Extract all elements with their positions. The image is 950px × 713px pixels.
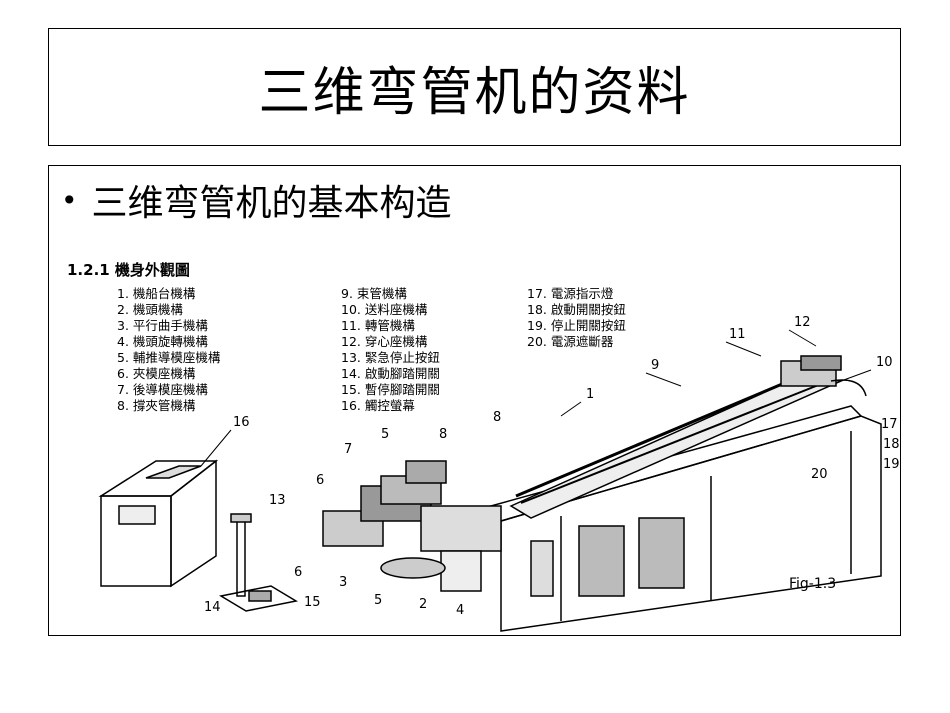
- callout-10: 10: [876, 355, 893, 370]
- legend-item: 1. 機船台機構: [117, 286, 196, 301]
- bending-head: [322, 460, 502, 592]
- leader-lines: [200, 329, 872, 467]
- legend-item: 10. 送料座機構: [341, 302, 428, 317]
- figure-heading: 1.2.1 機身外觀圖: [67, 261, 190, 279]
- bullet-dot-icon: •: [61, 183, 78, 217]
- content-box: • 三维弯管机的基本构造 1.2.1 機身外觀圖 1. 機船台機構 2. 機頭機…: [48, 165, 901, 636]
- legend-item: 12. 穿心座機構: [341, 334, 428, 349]
- callout-2: 2: [419, 597, 427, 612]
- callout-17: 17: [881, 417, 898, 432]
- callout-1: 1: [586, 387, 594, 402]
- bullet-text: 三维弯管机的基本构造: [91, 183, 452, 224]
- legend-item: 19. 停止開關按鈕: [527, 318, 626, 333]
- callout-12: 12: [794, 315, 811, 330]
- legend-item: 9. 束管機構: [341, 286, 407, 301]
- legend-item: 4. 機頭旋轉機構: [117, 334, 208, 349]
- legend-item: 3. 平行曲手機構: [117, 318, 208, 333]
- machine-figure: 1.2.1 機身外觀圖 1. 機船台機構 2. 機頭機構 3. 平行曲手機構 4…: [61, 256, 906, 636]
- slide-title: 三维弯管机的资料: [258, 62, 691, 123]
- legend-item: 6. 夾模座機構: [117, 366, 196, 381]
- legend-item: 13. 緊急停止按鈕: [341, 350, 440, 365]
- callout-4: 4: [456, 603, 464, 618]
- title-box: 三维弯管机的资料: [48, 28, 901, 146]
- callout-15: 15: [304, 595, 321, 610]
- legend-item: 2. 機頭機構: [117, 302, 183, 317]
- legend-item: 16. 觸控螢幕: [341, 398, 415, 413]
- callout-3: 3: [339, 575, 347, 590]
- callout-7: 7: [344, 442, 352, 457]
- callout-6: 6: [316, 473, 324, 488]
- callout-20: 20: [811, 467, 828, 482]
- callout-9: 9: [651, 358, 659, 373]
- callout-6b: 6: [294, 565, 302, 580]
- legend-item: 15. 暫停腳踏開關: [341, 382, 440, 397]
- callout-11: 11: [729, 327, 746, 342]
- machine-drawing: 1 2 3 4 5 5 6 6 7 8 8 9 10 11 12 13 14 1…: [98, 315, 900, 632]
- touch-screen-console: [98, 459, 219, 588]
- callout-5b: 5: [374, 593, 382, 608]
- callout-18: 18: [883, 437, 900, 452]
- bullet-item: • 三维弯管机的基本构造: [61, 174, 452, 226]
- legend-item: 11. 轉管機構: [341, 318, 415, 333]
- legend-item: 5. 輔推導模座機構: [117, 350, 221, 365]
- callout-5: 5: [381, 427, 389, 442]
- callout-14: 14: [204, 600, 221, 615]
- legend-item: 18. 啟動開關按鈕: [527, 302, 626, 317]
- parts-legend-col3: 17. 電源指示燈 18. 啟動開關按鈕 19. 停止開關按鈕 20. 電源遮斷…: [527, 286, 626, 350]
- callout-8: 8: [439, 427, 447, 442]
- callout-19: 19: [883, 457, 900, 472]
- callout-16: 16: [233, 415, 250, 430]
- legend-item: 20. 電源遮斷器: [527, 334, 614, 349]
- parts-legend-col1: 1. 機船台機構 2. 機頭機構 3. 平行曲手機構 4. 機頭旋轉機構 5. …: [117, 286, 220, 414]
- legend-item: 17. 電源指示燈: [527, 286, 614, 301]
- legend-item: 7. 後導模座機構: [117, 382, 208, 397]
- parts-legend-col2: 9. 束管機構 10. 送料座機構 11. 轉管機構 12. 穿心座機構 13.…: [341, 286, 440, 414]
- callout-8b: 8: [493, 410, 501, 425]
- legend-item: 8. 撐夾管機構: [117, 398, 196, 413]
- callout-13: 13: [269, 493, 286, 508]
- figure-label: Fig-1.3: [789, 576, 837, 592]
- legend-item: 14. 啟動腳踏開關: [341, 366, 440, 381]
- callout-labels: 1 2 3 4 5 5 6 6 7 8 8 9 10 11 12 13 14 1…: [204, 315, 900, 618]
- foot-pedal-stand: [218, 513, 299, 612]
